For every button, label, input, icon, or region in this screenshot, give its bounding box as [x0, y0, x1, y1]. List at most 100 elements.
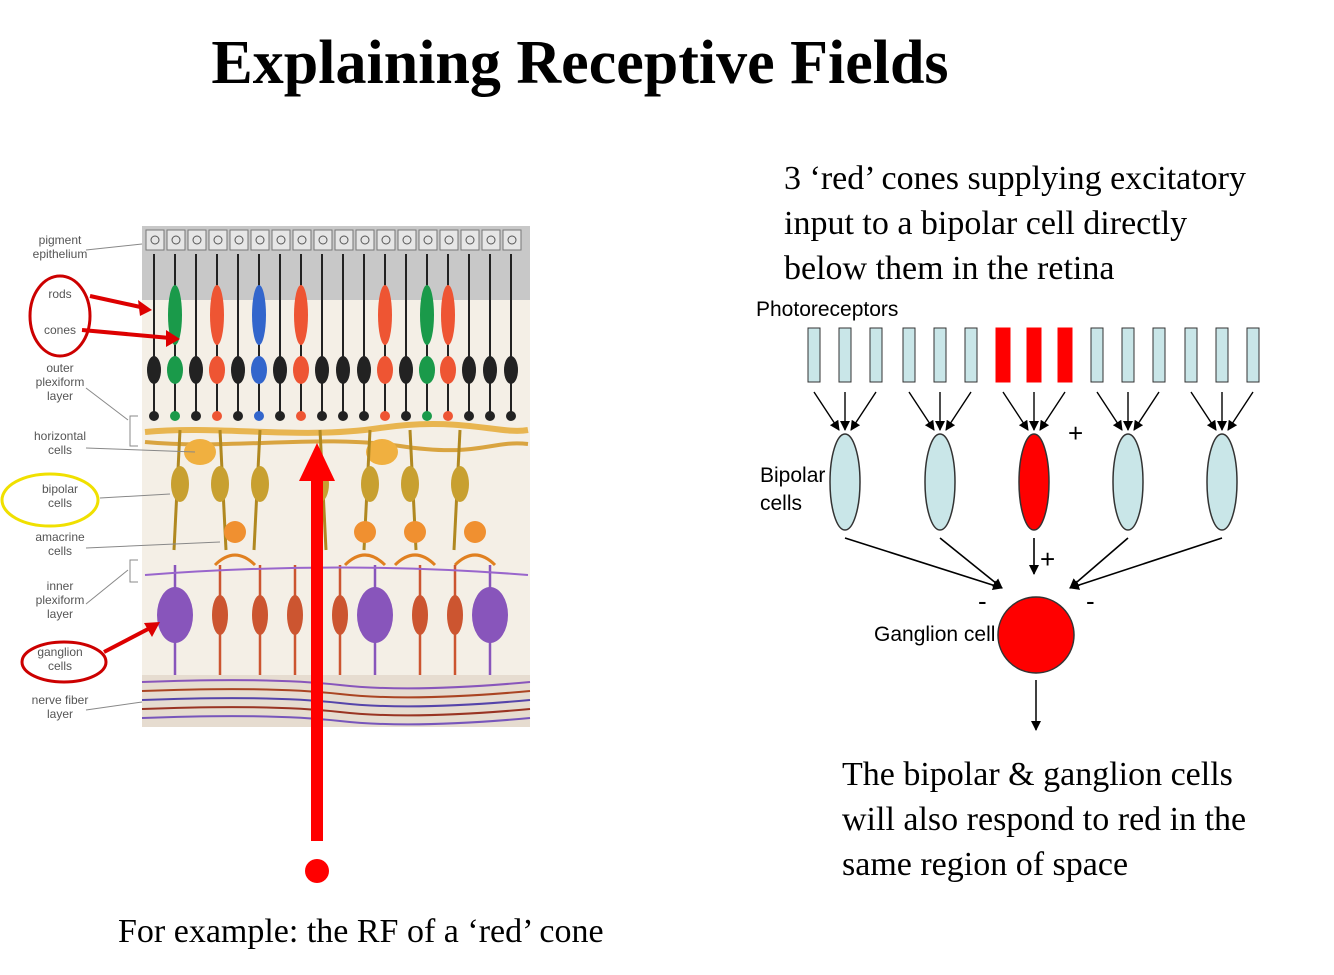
- label-epithelium: epithelium: [33, 247, 88, 261]
- highlight-rods-cones: [28, 274, 92, 358]
- cone-outer-segment: [441, 285, 455, 345]
- cone-cell-body: [377, 356, 393, 384]
- cone-cell-body: [293, 356, 309, 384]
- nerve-fiber: [141, 688, 531, 699]
- photoreceptor-terminal: [296, 411, 306, 421]
- pigment-cell: [250, 229, 270, 251]
- label-inner-plexiform: plexiform: [36, 593, 85, 607]
- photoreceptor-terminal: [149, 411, 159, 421]
- horizontal-cell: [366, 439, 398, 465]
- bipolar-label-1: Bipolar: [760, 464, 825, 487]
- right-top-text: 3 ‘red’ cones supplying excitatory input…: [784, 156, 1246, 291]
- rod-cell: [231, 356, 245, 384]
- cone-cell-body: [440, 356, 456, 384]
- bipolar-to-ganglion-arrow: [939, 537, 1003, 589]
- bipolar-cell: [1206, 433, 1238, 531]
- pigment-cell: [187, 229, 207, 251]
- photoreceptor-terminal: [170, 411, 180, 421]
- pigment-cell-nucleus: [465, 235, 475, 245]
- pigment-cell: [145, 229, 165, 251]
- pigment-cell-nucleus: [171, 235, 181, 245]
- retina-labels: pigment epithelium rods cones outer plex…: [32, 233, 89, 721]
- photoreceptor-terminal: [401, 411, 411, 421]
- amacrine-dendrite: [453, 553, 497, 567]
- right-top-line-3: below them in the retina: [784, 250, 1115, 287]
- pigment-cell: [292, 229, 312, 251]
- bottom-right-line-1: The bipolar & ganglion cells: [842, 756, 1233, 793]
- label-layer: layer: [47, 389, 73, 403]
- photoreceptor-terminal: [191, 411, 201, 421]
- label-inner-layer: layer: [47, 607, 73, 621]
- rod-cell: [504, 356, 518, 384]
- pigment-cell-nucleus: [381, 235, 391, 245]
- receptor-arrow: [850, 391, 877, 431]
- photoreceptor: [1246, 327, 1260, 383]
- rod-cell: [189, 356, 203, 384]
- pigment-cell: [439, 229, 459, 251]
- rod-cell: [315, 356, 329, 384]
- amacrine-soma: [224, 521, 246, 543]
- photoreceptor: [869, 327, 883, 383]
- pigment-cell-nucleus: [423, 235, 433, 245]
- ganglion-soma: [157, 587, 193, 643]
- red-cone: [995, 327, 1011, 383]
- amacrine-soma: [404, 521, 426, 543]
- pigment-cell: [502, 229, 522, 251]
- bipolar-label-2: cells: [760, 492, 802, 515]
- label-cells: cells: [48, 443, 72, 457]
- red-bipolar-cell: [1018, 433, 1050, 531]
- highlight-ganglion: [20, 640, 108, 684]
- bipolar-soma: [251, 466, 269, 502]
- photoreceptors-label: Photoreceptors: [756, 298, 898, 321]
- receptor-to-bipolar-arrows: [813, 391, 1254, 431]
- label-outer: outer: [46, 361, 73, 375]
- ganglion-label: Ganglion cell: [874, 623, 995, 646]
- amacrine-cells: [213, 521, 497, 567]
- plus-sign-bipolar: +: [1068, 418, 1083, 448]
- plus-sign-ganglion: +: [1040, 544, 1055, 574]
- photoreceptor: [933, 327, 947, 383]
- amacrine-soma: [464, 521, 486, 543]
- pigment-cell-nucleus: [297, 235, 307, 245]
- pigment-cell-nucleus: [339, 235, 349, 245]
- pigment-cell-nucleus: [276, 235, 286, 245]
- label-cones: cones: [44, 323, 76, 337]
- photoreceptor-terminal: [254, 411, 264, 421]
- caption-left: For example: the RF of a ‘red’ cone: [118, 913, 604, 950]
- pigment-cell: [460, 229, 480, 251]
- pigment-cell-nucleus: [318, 235, 328, 245]
- photoreceptor: [1121, 327, 1135, 383]
- pigment-cell-nucleus: [486, 235, 496, 245]
- cone-outer-segment: [168, 285, 182, 345]
- bipolar-cell: [829, 433, 861, 531]
- ganglion-soma: [212, 595, 228, 635]
- photoreceptor-terminal: [212, 411, 222, 421]
- photoreceptor-terminal: [485, 411, 495, 421]
- bipolar-to-ganglion-arrow: [1069, 537, 1129, 589]
- pigment-cell-nucleus: [255, 235, 265, 245]
- pointer-arrows: [81, 294, 180, 654]
- pigment-cell: [208, 229, 228, 251]
- pigment-cell: [376, 229, 396, 251]
- bottom-right-line-2: will also respond to red in the: [842, 801, 1247, 838]
- receptor-arrow: [908, 391, 935, 431]
- minus-sign-left: -: [978, 586, 987, 616]
- receptor-arrow: [1190, 391, 1217, 431]
- rod-cell: [483, 356, 497, 384]
- bottom-right-line-3: same region of space: [842, 846, 1129, 883]
- rod-cell: [399, 356, 413, 384]
- photoreceptor-terminal: [464, 411, 474, 421]
- pigment-cell-nucleus: [234, 235, 244, 245]
- cone-outer-segment: [294, 285, 308, 345]
- red-cone: [1057, 327, 1073, 383]
- amacrine-dendrite: [213, 553, 257, 567]
- photoreceptor: [1215, 327, 1229, 383]
- convergence-schematic: Photoreceptors Bipolar cells + + - - Gan…: [756, 298, 1260, 731]
- label-nerve-layer: layer: [47, 707, 73, 721]
- cone-outer-segment: [420, 285, 434, 345]
- bottom-right-text: The bipolar & ganglion cells will also r…: [842, 752, 1246, 887]
- photoreceptor: [1090, 327, 1104, 383]
- bipolar-to-ganglion-arrows: [844, 537, 1223, 591]
- cone-outer-segment: [378, 285, 392, 345]
- rods-and-cones: [147, 254, 518, 421]
